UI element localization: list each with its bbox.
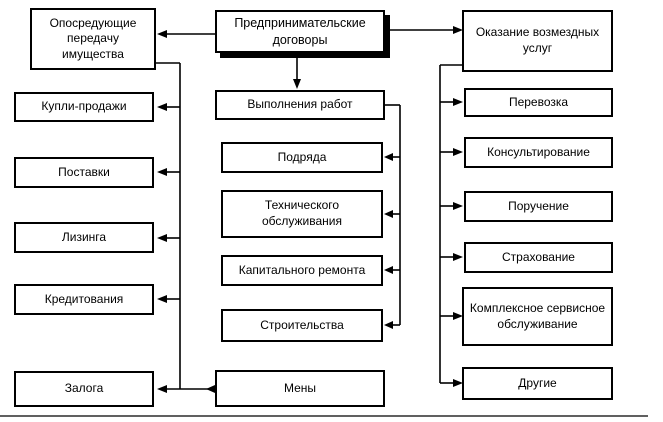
node-crediting: Кредитования [14,284,154,315]
arrow-root-to-left-header [157,30,215,38]
node-entrepreneurial-contracts: Предпринимательские договоры [215,10,385,53]
node-complex-service: Комплексное сервисное обслуживание [462,287,613,346]
node-technical-maintenance: Технического обслуживания [221,190,383,238]
arrow-root-to-middle-header [293,58,301,89]
node-work-performance-header: Выполнения работ [215,90,385,120]
node-leasing: Лизинга [14,222,154,253]
node-pledge: Залога [14,371,154,407]
node-insurance: Страхование [464,242,613,273]
node-property-transfer-header: Опосредующие передачу имущества [30,8,156,70]
left-rail [156,62,215,393]
node-purchase-sale: Купли-продажи [14,92,154,122]
node-barter: Мены [215,370,385,407]
middle-rail [384,104,401,329]
node-paid-services-header: Оказание возмездных услуг [462,10,613,72]
node-other: Другие [462,367,613,400]
node-supply: Поставки [14,157,154,188]
node-contracting: Подряда [221,142,383,173]
node-capital-repair: Капитального ремонта [221,255,383,286]
right-rail [439,64,463,387]
node-consulting: Консультирование [464,137,613,168]
arrow-root-to-right-header [389,26,463,34]
node-construction: Строительства [221,309,383,342]
node-transportation: Перевозка [464,88,613,117]
node-agency: Поручение [464,191,613,222]
